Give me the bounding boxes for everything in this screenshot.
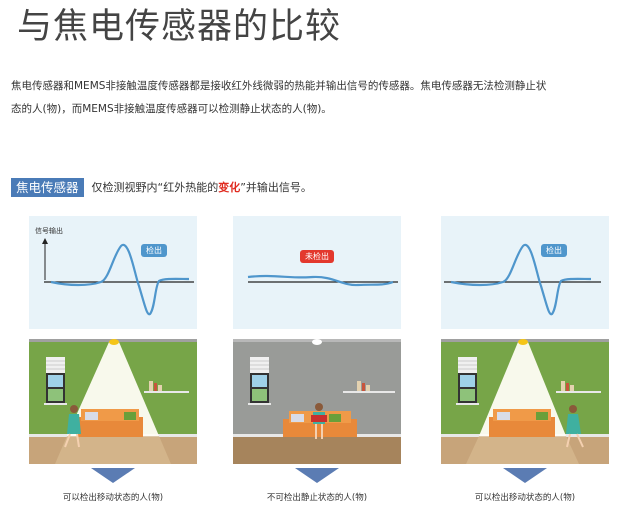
- intro-line-1: 焦电传感器和MEMS非接触温度传感器都是接收红外线微弱的热能并输出信号的传感器。…: [11, 80, 547, 92]
- sensor-badge: 焦电传感器: [11, 177, 84, 197]
- down-arrow-icon: [295, 468, 339, 483]
- intro-paragraph: 焦电传感器和MEMS非接触温度传感器都是接收红外线微弱的热能并输出信号的传感器。…: [11, 75, 631, 121]
- y-axis-label: 信号输出: [35, 227, 63, 235]
- down-arrow-icon: [503, 468, 547, 483]
- signal-chart-3: 检出: [441, 216, 609, 329]
- section-header: 焦电传感器 仅检测视野内“红外热能的变化”并输出信号。: [11, 177, 312, 197]
- down-arrow-icon: [91, 468, 135, 483]
- page-title: 与焦电传感器的比较: [17, 7, 342, 47]
- signal-chart-1: 信号输出 检出: [29, 216, 197, 329]
- caption-1: 可以检出移动状态的人(物): [62, 493, 164, 503]
- signal-waveform-icon: [247, 274, 398, 287]
- intro-line-2: 态的人(物)，而MEMS非接触温度传感器可以检测静止状态的人(物)。: [11, 103, 332, 115]
- detection-tag: 检出: [541, 244, 567, 257]
- caption-2: 不可检出静止状态的人(物): [266, 493, 368, 503]
- detection-tag: 检出: [141, 244, 167, 257]
- section-desc-before: 仅检测视野内“红外热能的: [91, 181, 219, 194]
- section-desc-highlight: 变化: [218, 181, 241, 194]
- caption-3: 可以检出移动状态的人(物): [474, 493, 576, 503]
- section-desc-after: ”并输出信号。: [240, 181, 312, 194]
- room-scene-1: [29, 339, 197, 464]
- signal-waveform-icon: [444, 243, 601, 316]
- signal-waveform-icon: [42, 238, 194, 316]
- signal-chart-2: 未检出: [233, 216, 401, 329]
- detection-tag: 未检出: [300, 250, 334, 263]
- room-scene-3: [441, 339, 609, 464]
- room-scene-2: [233, 339, 401, 464]
